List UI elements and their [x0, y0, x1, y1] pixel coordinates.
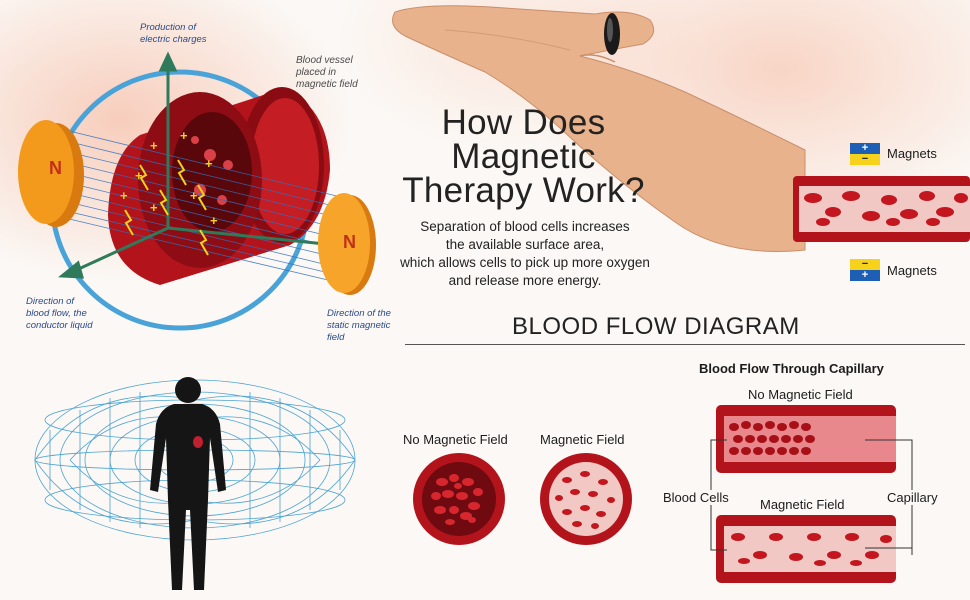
section-title: BLOOD FLOW DIAGRAM — [512, 313, 800, 340]
human-silhouette — [150, 377, 226, 590]
svg-text:+: + — [210, 213, 218, 228]
capillary-no-field-label: No Magnetic Field — [748, 387, 853, 402]
svg-text:+: + — [135, 168, 143, 183]
page-description: Separation of blood cells increases the … — [400, 219, 650, 288]
capillary-title: Blood Flow Through Capillary — [699, 361, 884, 376]
right-magnet-pole: N — [343, 232, 356, 252]
field-label: Magnetic Field — [540, 432, 625, 447]
capillary-no-field — [716, 405, 896, 473]
magnets-bottom-label: Magnets — [887, 263, 937, 278]
capillary-label: Capillary — [885, 490, 940, 505]
page-title: How Does Magnetic Therapy Work? — [402, 103, 645, 210]
minus-half: − — [850, 154, 880, 165]
minus-half: − — [850, 259, 880, 270]
left-magnet-pole: N — [49, 158, 62, 178]
vessel-magnetic-field-illustration: + + + + + + + + — [18, 51, 376, 331]
label-blood-vessel: Blood vessel placed in magnetic field — [296, 55, 358, 90]
svg-text:+: + — [205, 156, 213, 171]
cross-section-field — [540, 453, 632, 545]
label-static-field-direction: Direction of the static magnetic field — [327, 308, 391, 343]
svg-text:+: + — [150, 200, 158, 215]
axes — [58, 51, 336, 279]
svg-text:+: + — [190, 188, 198, 203]
svg-text:+: + — [120, 188, 128, 203]
charge-symbols: + + + + + + + + — [120, 128, 218, 228]
body-field-illustration — [34, 377, 356, 590]
capillary-field-label: Magnetic Field — [760, 497, 845, 512]
plus-half: + — [850, 270, 880, 281]
section-divider — [405, 344, 965, 345]
left-magnet — [18, 120, 84, 227]
magnets-top-label: Magnets — [887, 146, 937, 161]
magnet-tag-bottom: − + — [850, 259, 880, 281]
plus-half: + — [850, 143, 880, 154]
label-blood-flow-direction: Direction of blood flow, the conductor l… — [26, 296, 93, 331]
capillary-field — [716, 515, 896, 583]
right-magnet — [318, 193, 376, 295]
hand-illustration — [392, 5, 806, 252]
wrist-capillary — [793, 176, 970, 242]
no-field-label: No Magnetic Field — [403, 432, 508, 447]
label-electric-charges: Production of electric charges — [140, 22, 207, 45]
svg-text:+: + — [180, 128, 188, 143]
blood-cells-label: Blood Cells — [661, 490, 731, 505]
magnet-tag-top: + − — [850, 143, 880, 165]
spark-bolts — [124, 159, 209, 256]
cross-section-no-field — [413, 453, 505, 545]
svg-text:+: + — [150, 138, 158, 153]
